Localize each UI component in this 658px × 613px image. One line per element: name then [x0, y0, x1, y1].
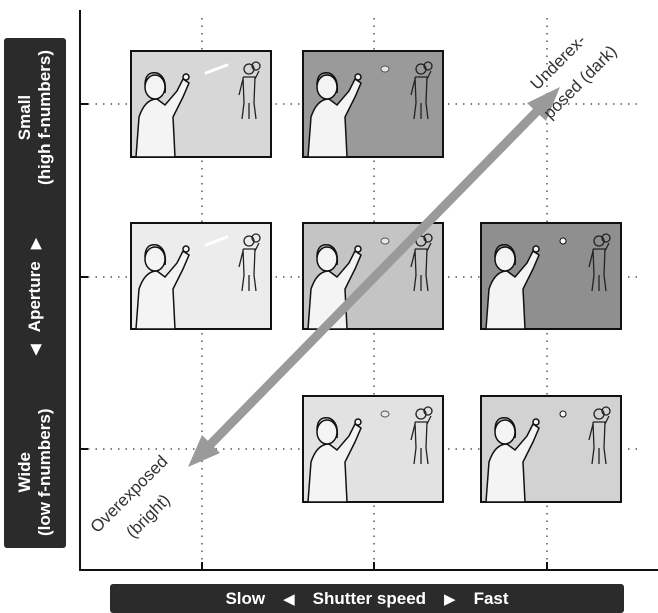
thrower-figure: [485, 417, 540, 503]
catcher-figure: [238, 61, 261, 120]
ball-motion-streak: [204, 235, 229, 247]
ticks: [80, 103, 548, 570]
catcher-figure: [588, 233, 611, 292]
ball-dot: [559, 237, 567, 245]
catcher-figure: [238, 233, 261, 292]
shutter-speed-title: Shutter speed: [312, 588, 427, 608]
ball-oval: [380, 410, 390, 418]
shutter-speed-axis-label: Slow ◀ Shutter speed ▶ Fast: [110, 584, 624, 613]
ball-dot: [559, 410, 567, 418]
catcher-figure: [410, 61, 433, 120]
photo-small-medium: [302, 50, 444, 158]
arrow-left-icon: ◀: [283, 590, 295, 608]
photo-grid: [130, 50, 622, 503]
thrower-figure: [307, 417, 362, 503]
ball-motion-streak: [204, 63, 229, 75]
shutter-fast-label: Fast: [473, 588, 509, 608]
ball-oval: [380, 237, 390, 245]
exposure-arrow-shaft: [196, 96, 552, 459]
catcher-figure: [588, 406, 611, 465]
shutter-slow-label: Slow: [225, 588, 266, 608]
ball-oval: [380, 65, 390, 73]
photo-wider-fast: [480, 395, 622, 503]
thrower-figure: [307, 72, 362, 158]
exposure-arrow: [188, 87, 560, 467]
arrow-right-icon: ▶: [444, 590, 456, 608]
photo-wide-slow: [130, 222, 272, 330]
arrow-up-right-icon: [527, 87, 560, 121]
catcher-figure: [410, 406, 433, 465]
photo-small-slow: [130, 50, 272, 158]
thrower-figure: [135, 72, 190, 158]
photo-wide-fast: [480, 222, 622, 330]
photo-wider-medium: [302, 395, 444, 503]
thrower-figure: [135, 244, 190, 330]
aperture-axis-label: Wide (low f-numbers) ◀ Aperture ▶ Small …: [4, 38, 66, 548]
thrower-figure: [307, 244, 362, 330]
thrower-figure: [485, 244, 540, 330]
arrow-down-left-icon: [188, 435, 220, 467]
